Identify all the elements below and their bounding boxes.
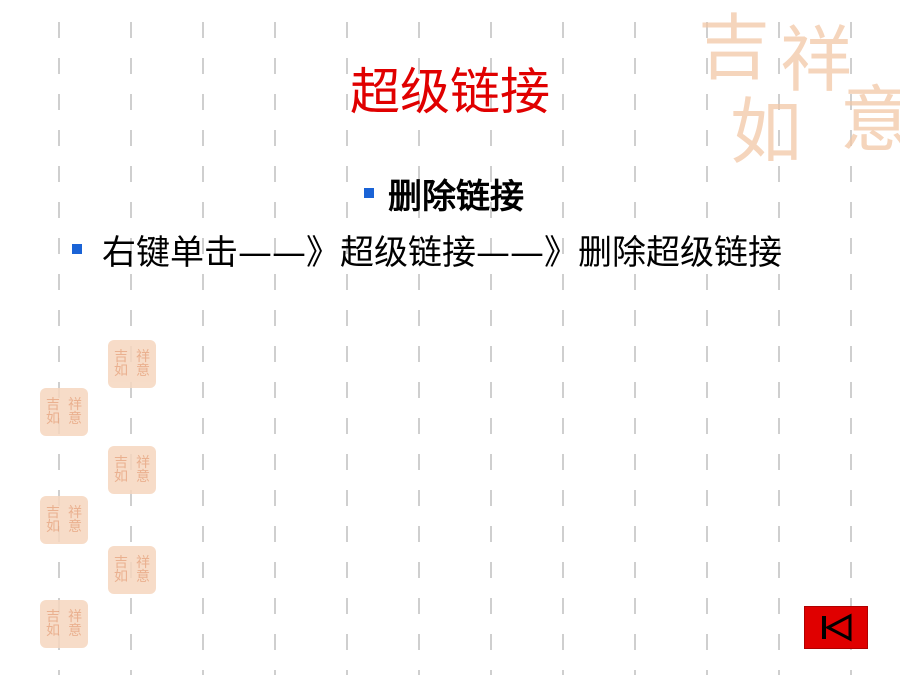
subheading: 删除链接 (364, 172, 524, 222)
seal-char: 意 (68, 623, 82, 639)
seal-char: 如 (114, 363, 128, 379)
first-slide-button[interactable] (804, 606, 868, 649)
bullet-square-icon (72, 243, 82, 254)
seal-char: 吉 (114, 555, 128, 571)
seal-char: 吉 (46, 397, 60, 413)
seal-decoration: 吉祥如意 (40, 388, 88, 436)
seal-decoration: 吉祥如意 (108, 446, 156, 494)
seal-char: 祥 (780, 18, 853, 102)
seal-char: 如 (46, 519, 60, 535)
seal-char: 祥 (68, 397, 82, 413)
bullet-square-icon (364, 187, 374, 198)
seal-char: 吉 (46, 505, 60, 521)
seal-char: 意 (68, 519, 82, 535)
seal-char: 如 (114, 569, 128, 585)
seal-char: 吉 (114, 349, 128, 365)
seal-char: 如 (730, 90, 803, 174)
seal-decoration: 吉祥如意 (108, 546, 156, 594)
body-text: 右键单击——》超级链接——》删除超级链接 (102, 233, 782, 273)
seal-char: 祥 (68, 505, 82, 521)
seal-char: 意 (136, 469, 150, 485)
seal-char: 祥 (136, 349, 150, 365)
seal-decoration: 吉祥如意 (108, 340, 156, 388)
seal-char: 如 (46, 411, 60, 427)
subheading-text: 删除链接 (388, 177, 524, 217)
seal-char: 祥 (136, 455, 150, 471)
seal-decoration-large: 吉 祥 如 意 (690, 0, 900, 190)
seal-decoration: 吉祥如意 (40, 600, 88, 648)
seal-char: 意 (136, 569, 150, 585)
seal-char: 吉 (114, 455, 128, 471)
skip-to-first-icon (822, 613, 852, 642)
seal-char: 如 (114, 469, 128, 485)
seal-char: 吉 (46, 609, 60, 625)
seal-char: 意 (68, 411, 82, 427)
seal-char: 祥 (68, 609, 82, 625)
seal-char: 意 (136, 363, 150, 379)
seal-decoration: 吉祥如意 (40, 496, 88, 544)
seal-char: 意 (840, 78, 900, 162)
slide-title: 超级链接 (350, 63, 550, 121)
seal-char: 如 (46, 623, 60, 639)
seal-char: 吉 (698, 6, 771, 90)
body-bullet: 右键单击——》超级链接——》删除超级链接 (72, 230, 832, 276)
seal-char: 祥 (136, 555, 150, 571)
